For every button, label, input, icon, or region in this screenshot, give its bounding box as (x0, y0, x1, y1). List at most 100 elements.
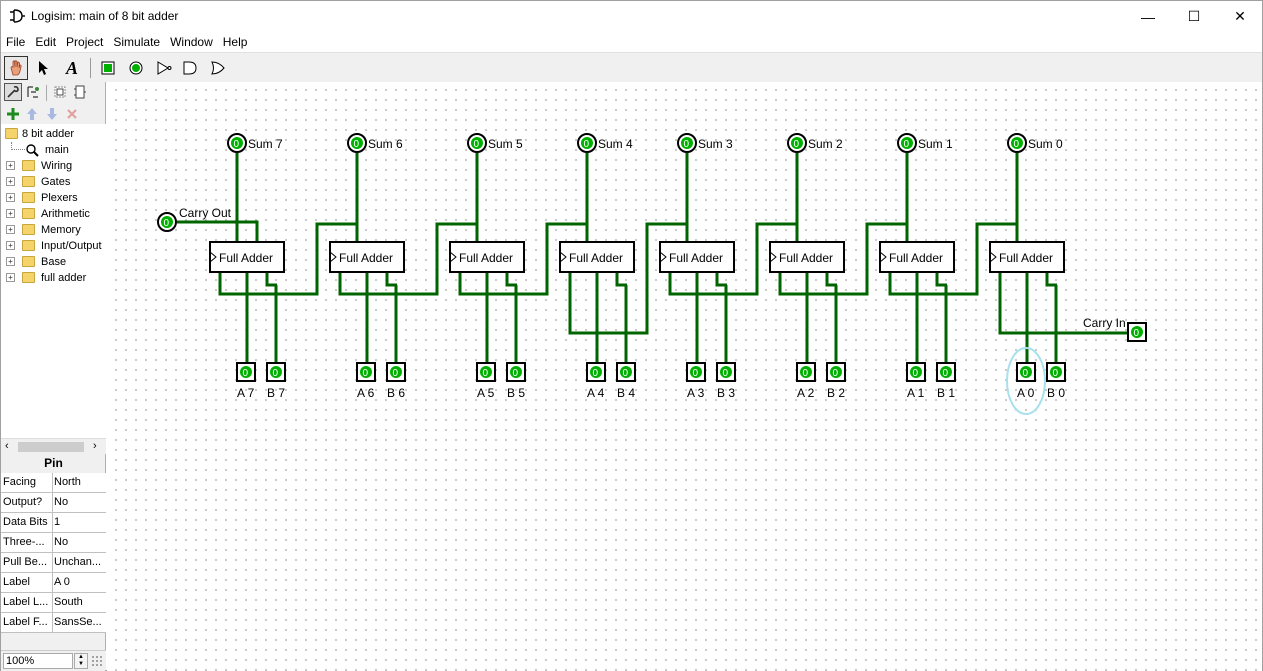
property-value[interactable]: SansSe... (54, 616, 102, 628)
expand-icon[interactable]: + (6, 177, 15, 186)
poke-tool-button[interactable] (4, 56, 28, 80)
sum-output-pin-5-state (471, 137, 483, 149)
tree-circuit-main[interactable]: main (11, 142, 106, 158)
select-tool-button[interactable] (31, 56, 55, 80)
full-adder-0[interactable] (989, 241, 1065, 273)
tree-library-wiring[interactable]: +Wiring (6, 158, 106, 174)
edit-circuit-layout-button[interactable] (51, 83, 69, 101)
a-wire (245, 272, 249, 365)
tree-library-gates[interactable]: +Gates (6, 174, 106, 190)
add-circuit-button[interactable] (4, 105, 22, 123)
property-value[interactable]: A 0 (54, 576, 70, 588)
tree-library-input-output[interactable]: +Input/Output (6, 238, 106, 254)
maximize-button[interactable]: ☐ (1187, 8, 1201, 24)
add-not-gate-button[interactable] (152, 56, 176, 80)
minimize-button[interactable]: — (1141, 8, 1155, 25)
add-output-pin-button[interactable] (124, 56, 148, 80)
add-and-gate-button[interactable] (178, 56, 202, 80)
text-tool-button[interactable]: A (60, 56, 84, 80)
a-input-pin-7-value: 0 (243, 368, 249, 379)
explorer-horizontal-scrollbar[interactable]: ‹ › (1, 438, 106, 454)
move-down-button[interactable] (43, 105, 61, 123)
menu-project[interactable]: Project (66, 35, 104, 49)
carry-in-label: Carry In (1083, 316, 1126, 330)
zoom-spinner[interactable]: ▲▼ (74, 653, 88, 669)
menu-help[interactable]: Help (222, 35, 248, 49)
b-wire (715, 272, 728, 363)
property-row[interactable]: Pull Be...Unchan... (1, 553, 106, 573)
menu-window[interactable]: Window (170, 35, 213, 49)
properties-title: Pin (44, 456, 63, 470)
property-value[interactable]: North (54, 476, 81, 488)
add-or-gate-button[interactable] (206, 56, 230, 80)
zoom-input[interactable]: 100% (3, 653, 73, 669)
a-input-pin-4-state (590, 366, 602, 378)
tree-library-arithmetic[interactable]: +Arithmetic (6, 206, 106, 222)
full-adder-5[interactable] (449, 241, 525, 273)
sum-output-pin-6-value: 0 (354, 139, 360, 150)
menu-edit[interactable]: Edit (35, 35, 57, 49)
property-row[interactable]: Label F...SansSe... (1, 613, 106, 633)
expand-icon[interactable]: + (6, 225, 15, 234)
plus-icon (7, 108, 19, 120)
property-value[interactable]: South (54, 596, 83, 608)
grid-toggle-icon[interactable] (91, 655, 103, 667)
property-row[interactable]: Three-...No (1, 533, 106, 553)
sum-label: Sum 5 (488, 137, 523, 151)
carry-out-wire (177, 220, 259, 242)
tree-library-plexers[interactable]: +Plexers (6, 190, 106, 206)
tree-library-memory[interactable]: +Memory (6, 222, 106, 238)
or-gate-icon (211, 61, 225, 75)
full-adder-7[interactable] (209, 241, 285, 273)
property-value[interactable]: 1 (54, 516, 61, 528)
arrow-down-icon (47, 108, 57, 120)
full-adder-2[interactable] (769, 241, 845, 273)
scroll-thumb[interactable] (18, 442, 84, 452)
menu-file[interactable]: File (6, 35, 26, 49)
tree-library-base[interactable]: +Base (6, 254, 106, 270)
add-input-pin-button[interactable] (96, 56, 120, 80)
property-row[interactable]: Label L...South (1, 593, 106, 613)
show-toolbox-button[interactable] (4, 83, 22, 101)
full-adder-4[interactable] (559, 241, 635, 273)
full-adder-3[interactable] (659, 241, 735, 273)
expand-icon[interactable]: + (6, 193, 15, 202)
a-wire (695, 272, 699, 365)
not-gate-icon (157, 61, 172, 75)
expand-icon[interactable]: + (6, 241, 15, 250)
selection-highlight (1006, 347, 1046, 415)
full-adder-6[interactable] (329, 241, 405, 273)
property-separator (52, 593, 53, 613)
property-value[interactable]: Unchan... (54, 556, 102, 568)
expand-icon[interactable]: + (6, 257, 15, 266)
expand-icon[interactable]: + (6, 273, 15, 282)
property-row[interactable]: Output?No (1, 493, 106, 513)
carry-wire (668, 222, 799, 296)
a-wire (365, 272, 369, 365)
tree-library-full-adder[interactable]: +full adder (6, 270, 106, 286)
show-simulation-tree-button[interactable] (24, 83, 42, 101)
b-wire (1045, 272, 1058, 363)
edit-circuit-appearance-button[interactable] (71, 83, 89, 101)
expand-icon[interactable]: + (6, 161, 15, 170)
sum-output-pin-2-value: 0 (794, 139, 800, 150)
carry-wire (778, 222, 909, 296)
scroll-left-icon[interactable]: ‹ (5, 440, 9, 452)
move-up-button[interactable] (23, 105, 41, 123)
remove-circuit-button[interactable] (63, 105, 81, 123)
clock-notch-icon (329, 251, 337, 263)
close-button[interactable]: ✕ (1234, 8, 1246, 24)
menu-simulate[interactable]: Simulate (113, 35, 161, 49)
property-value[interactable]: No (54, 536, 69, 548)
carry-wire (568, 222, 689, 335)
expand-icon[interactable]: + (6, 209, 15, 218)
property-value[interactable]: No (54, 496, 69, 508)
scroll-right-icon[interactable]: › (93, 440, 97, 452)
full-adder-1[interactable] (879, 241, 955, 273)
sum-label: Sum 3 (698, 137, 733, 151)
